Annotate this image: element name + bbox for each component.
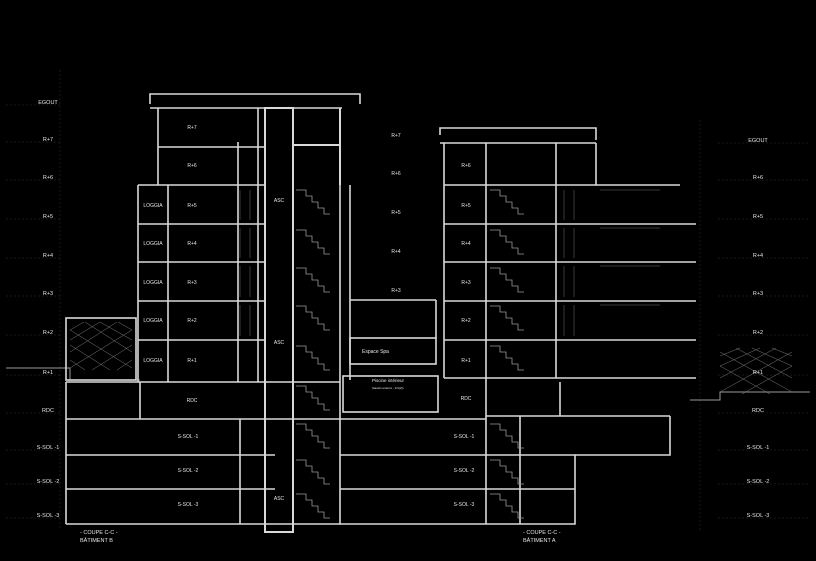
building-b-floor-label: R+4 bbox=[187, 241, 197, 247]
elevator-core bbox=[264, 107, 341, 533]
ground-line bbox=[6, 367, 810, 401]
building-a-floor-label: R+4 bbox=[461, 241, 471, 247]
caption-left-line1: - COUPE C-C - bbox=[80, 530, 118, 536]
left-level-label: RDC bbox=[42, 408, 54, 414]
building-a-structure bbox=[439, 127, 696, 525]
right-level-label: EGOUT bbox=[748, 138, 768, 144]
right-level-label: R+2 bbox=[753, 330, 763, 336]
piscine-label: Piscine intérieur bbox=[372, 378, 405, 383]
building-a-floor-label: S-SOL -2 bbox=[454, 468, 475, 474]
right-level-label: S-SOL -1 bbox=[747, 445, 770, 451]
left-level-label: R+6 bbox=[43, 175, 53, 181]
right-level-label: R+6 bbox=[753, 175, 763, 181]
stair-flights-a bbox=[490, 189, 524, 519]
asc-label: ASC bbox=[274, 496, 285, 502]
left-level-label: R+5 bbox=[43, 214, 53, 220]
left-level-label: S-SOL -3 bbox=[37, 513, 60, 519]
level-guide-lines bbox=[6, 70, 810, 530]
right-level-label: R+3 bbox=[753, 291, 763, 297]
asc-label: ASC bbox=[274, 198, 285, 204]
building-a-floor-label: S-SOL -3 bbox=[454, 502, 475, 508]
building-a-open-level-labels: R+7R+6R+5R+4R+3 bbox=[391, 133, 401, 294]
right-level-label: R+1 bbox=[753, 370, 763, 376]
left-level-label: R+1 bbox=[43, 370, 53, 376]
building-b-floor-label: S-SOL -1 bbox=[178, 434, 199, 440]
building-b-floor-label: RDC bbox=[187, 398, 198, 404]
building-a-floor-label: R+6 bbox=[461, 163, 471, 169]
caption-left-line2: BÂTIMENT B bbox=[80, 537, 113, 544]
left-level-label: R+2 bbox=[43, 330, 53, 336]
planter-hatching bbox=[69, 321, 793, 395]
left-level-label: EGOUT bbox=[38, 100, 58, 106]
open-level-label: R+7 bbox=[391, 133, 401, 139]
building-b-floor-label: R+2 bbox=[187, 318, 197, 324]
loggia-label: LOGGIA bbox=[143, 280, 163, 286]
loggia-label: LOGGIA bbox=[143, 358, 163, 364]
asc-label: ASC bbox=[274, 340, 285, 346]
left-level-label: S-SOL -1 bbox=[37, 445, 60, 451]
left-level-label: S-SOL -2 bbox=[37, 479, 60, 485]
open-level-label: R+6 bbox=[391, 171, 401, 177]
building-b-floor-label: R+3 bbox=[187, 280, 197, 286]
window-lines bbox=[239, 189, 660, 336]
building-b-floor-label: R+1 bbox=[187, 358, 197, 364]
piscine-sub-label: (bassin enterré - 1/4(2)) bbox=[372, 386, 404, 390]
building-b-floor-label: R+5 bbox=[187, 203, 197, 209]
right-level-label: S-SOL -2 bbox=[747, 479, 770, 485]
building-b-floor-label: S-SOL -3 bbox=[178, 502, 199, 508]
building-a-floor-label: R+5 bbox=[461, 203, 471, 209]
open-level-label: R+4 bbox=[391, 249, 401, 255]
right-level-label: S-SOL -3 bbox=[747, 513, 770, 519]
caption-right-line1: - COUPE C-C - bbox=[523, 530, 561, 536]
building-a-floor-label: S-SOL -1 bbox=[454, 434, 475, 440]
building-a-floor-label: R+3 bbox=[461, 280, 471, 286]
right-level-label: R+5 bbox=[753, 214, 763, 220]
left-level-label: R+7 bbox=[43, 137, 53, 143]
stair-flights bbox=[296, 189, 330, 519]
open-level-label: R+5 bbox=[391, 210, 401, 216]
open-level-label: R+3 bbox=[391, 288, 401, 294]
right-level-label: RDC bbox=[752, 408, 764, 414]
loggia-label: LOGGIA bbox=[143, 241, 163, 247]
building-b-floor-label: S-SOL -2 bbox=[178, 468, 199, 474]
building-b-floor-label: R+6 bbox=[187, 163, 197, 169]
left-level-label: R+3 bbox=[43, 291, 53, 297]
left-level-label: R+4 bbox=[43, 253, 53, 259]
building-b-structure bbox=[65, 93, 361, 525]
building-a-floor-label: R+1 bbox=[461, 358, 471, 364]
loggia-labels: LOGGIA LOGGIA LOGGIA LOGGIA LOGGIA bbox=[143, 203, 163, 364]
espace-spa-label: Espace Spa bbox=[362, 349, 389, 355]
caption-right-line2: BÂTIMENT A bbox=[523, 537, 556, 544]
loggia-label: LOGGIA bbox=[143, 203, 163, 209]
loggia-label: LOGGIA bbox=[143, 318, 163, 324]
center-volume bbox=[339, 185, 486, 525]
right-level-label: R+4 bbox=[753, 253, 763, 259]
asc-labels: ASC ASC ASC bbox=[274, 198, 285, 502]
building-b-floor-label: R+7 bbox=[187, 125, 197, 131]
building-a-floor-label: RDC bbox=[461, 396, 472, 402]
building-a-floor-label: R+2 bbox=[461, 318, 471, 324]
